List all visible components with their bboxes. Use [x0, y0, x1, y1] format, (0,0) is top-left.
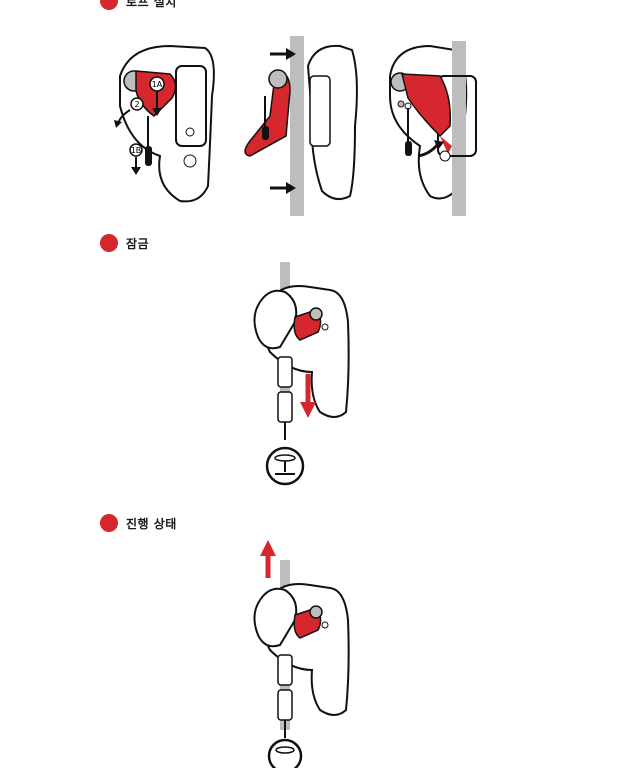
section-header-lock: 잠금	[100, 234, 149, 252]
section-bullet	[100, 0, 118, 10]
install-step-2-figure	[244, 36, 358, 216]
section-title: 로프 설치	[126, 0, 177, 9]
section-bullet	[100, 234, 118, 252]
section-header-rope-install: 로프 설치	[100, 0, 177, 10]
step-2-label: 2	[134, 100, 139, 109]
section-title: 진행 상태	[126, 516, 177, 531]
section-header-progress: 진행 상태	[100, 514, 177, 532]
lock-illustration	[240, 262, 360, 488]
progress-illustration	[240, 540, 360, 768]
step-1b-label: 1B	[131, 146, 142, 155]
rope-install-illustration: 1A 2 1B	[100, 36, 500, 226]
step-1a-label: 1A	[152, 80, 163, 89]
section-bullet	[100, 514, 118, 532]
install-step-3-figure	[389, 41, 477, 216]
section-title: 잠금	[126, 236, 150, 251]
install-step-1-figure: 1A 2 1B	[114, 44, 215, 203]
